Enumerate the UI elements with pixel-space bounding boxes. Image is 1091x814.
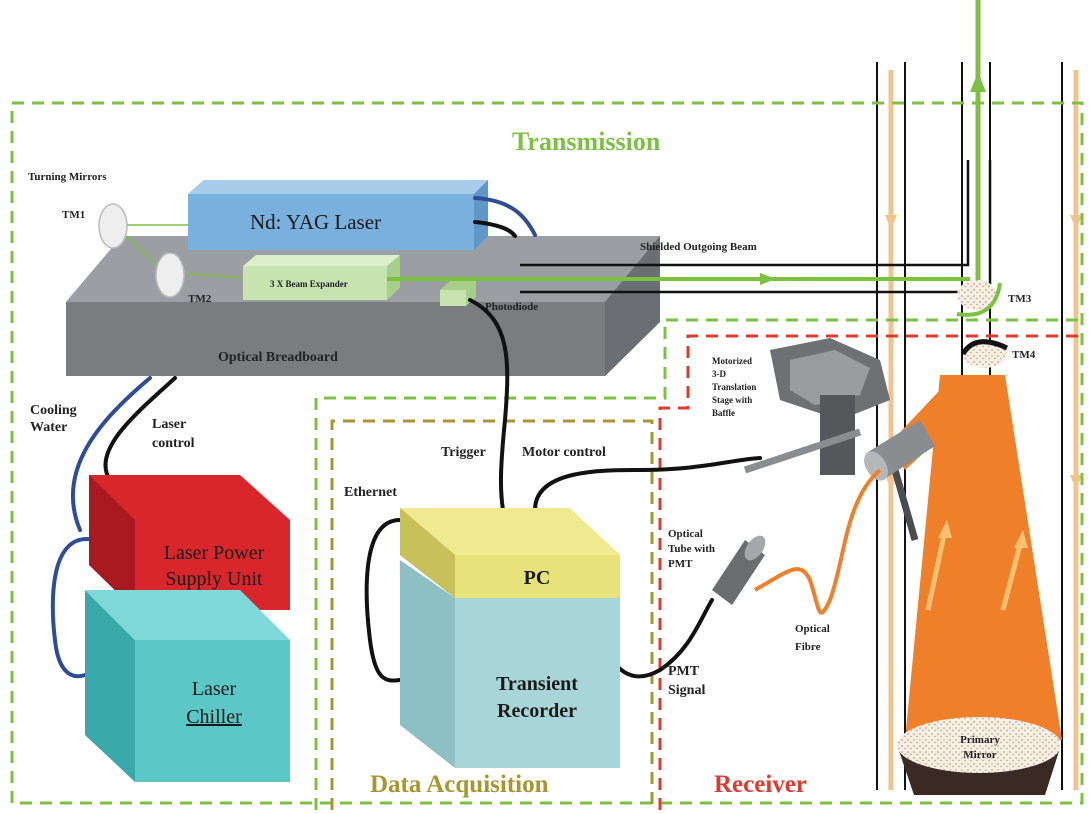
cables xyxy=(50,196,762,683)
laser-cable-2 xyxy=(473,220,517,238)
tm3-mirror xyxy=(956,280,1002,317)
trigger-cable xyxy=(468,298,510,512)
motor-control-cable xyxy=(533,456,762,512)
recorder-label-1: Transient xyxy=(496,673,578,695)
data-acquisition-section-box xyxy=(330,419,654,810)
pmt-signal-label-2: Signal xyxy=(668,683,705,698)
transmission-inner-boundary xyxy=(314,318,1085,810)
turning-mirrors-label: Turning Mirrors xyxy=(28,171,107,183)
primary-mirror-label-1: Primary xyxy=(960,734,1000,746)
psu-label-2: Supply Unit xyxy=(165,568,263,590)
tm2-label: TM2 xyxy=(188,293,212,305)
laser-control-label-1: Laser xyxy=(152,417,186,432)
cooling-water-cable xyxy=(70,376,152,532)
receiver-light-cone xyxy=(905,375,1062,740)
fibre-label-2: Fibre xyxy=(795,641,821,653)
power-supply-unit: Laser Power Supply Unit xyxy=(89,475,290,610)
data-acquisition-title: Data Acquisition xyxy=(370,771,549,798)
laser-chiller: Laser Chiller xyxy=(85,590,290,782)
pc-label: PC xyxy=(524,567,551,589)
fibre-label-1: Optical xyxy=(795,623,830,635)
motorized-stage xyxy=(743,338,935,541)
stage-label-5: Baffle xyxy=(712,408,735,418)
chiller-label-2: Chiller xyxy=(186,706,242,728)
beam-expander: 3 X Beam Expander xyxy=(243,255,400,300)
primary-mirror: Primary Mirror xyxy=(897,717,1061,795)
outgoing-beam xyxy=(970,0,986,280)
cone-arrow-head-1 xyxy=(938,520,952,538)
laser-cooling-loop xyxy=(473,196,537,237)
beam-expander-label: 3 X Beam Expander xyxy=(270,279,348,289)
cone-arrow-head-2 xyxy=(1014,530,1028,548)
pmt-label-3: PMT xyxy=(668,558,693,570)
stage-label-3: Translation xyxy=(712,382,756,392)
photodiode-label: Photodiode xyxy=(485,301,538,313)
recorder-label-2: Recorder xyxy=(497,700,577,722)
pmt-signal-label-1: PMT xyxy=(668,664,700,679)
tm3-label: TM3 xyxy=(1008,293,1032,305)
photodiode: Photodiode xyxy=(440,281,538,313)
stage-tube xyxy=(864,420,935,481)
cooling-label-1: Cooling xyxy=(30,403,77,418)
psu-label-1: Laser Power xyxy=(164,542,265,564)
laser-label: Nd: YAG Laser xyxy=(250,210,381,234)
optical-fibre xyxy=(754,468,882,615)
breadboard-label: Optical Breadboard xyxy=(218,350,338,365)
stage-label-2: 3-D xyxy=(712,369,726,379)
pmt-tube xyxy=(712,535,766,605)
ethernet-label: Ethernet xyxy=(344,485,397,500)
tm4-label: TM4 xyxy=(1012,349,1036,361)
transient-recorder: Transient Recorder xyxy=(400,560,620,768)
stage-label-1: Motorized xyxy=(712,356,752,366)
tm1-label: TM1 xyxy=(62,209,85,221)
primary-mirror-label-2: Mirror xyxy=(963,749,997,761)
trigger-label: Trigger xyxy=(441,445,486,460)
return-light-lines xyxy=(888,70,1079,790)
laser-control-cable xyxy=(103,376,177,482)
cooling-label-2: Water xyxy=(30,420,67,435)
laser-control-label-2: control xyxy=(152,436,195,451)
beam-arrow xyxy=(760,273,776,285)
chiller-label-1: Laser xyxy=(192,678,237,700)
cone-arrows xyxy=(925,534,1023,611)
pc: PC xyxy=(400,508,620,598)
tm1-mirror xyxy=(98,203,128,249)
ndyag-laser: Nd: YAG Laser xyxy=(188,180,488,250)
pmt-label-1: Optical xyxy=(668,528,703,540)
stage-label-4: Stage with xyxy=(712,395,752,405)
receiver-title: Receiver xyxy=(714,771,807,798)
psu-chiller-loop xyxy=(50,537,97,679)
tm4-mirror xyxy=(960,339,1009,368)
transmission-title: Transmission xyxy=(512,127,661,156)
shielded-beam-label: Shielded Outgoing Beam xyxy=(640,241,757,253)
motor-control-label: Motor control xyxy=(522,445,606,460)
receiver-section-box xyxy=(658,334,1085,810)
tm2-mirror xyxy=(155,252,185,298)
ethernet-cable xyxy=(364,518,402,683)
pmt-label-2: Tube with xyxy=(668,543,715,555)
transmission-section-box xyxy=(10,101,1084,805)
